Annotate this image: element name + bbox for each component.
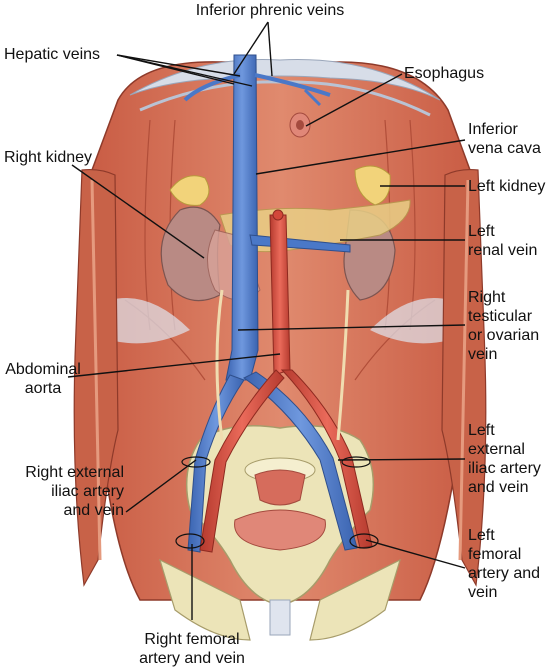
label-right-femoral: Right femoral artery and vein	[139, 631, 245, 667]
lateral-wall-left	[73, 168, 119, 587]
label-right-kidney: Right kidney	[4, 149, 93, 166]
label-abdominal-aorta: Abdominal aorta	[5, 361, 81, 397]
bladder	[234, 469, 326, 551]
label-left-external-iliac: Left external iliac artery and vein	[468, 422, 541, 496]
label-inferior-vena-cava: Inferior vena cava	[468, 121, 541, 157]
adrenal-glands	[169, 165, 391, 206]
label-right-gonadal-vein: Right testicular or ovarian vein	[468, 289, 540, 363]
label-esophagus: Esophagus	[404, 65, 485, 82]
esophagus	[289, 112, 311, 138]
leader-lines	[67, 21, 466, 620]
lateral-wall-right	[441, 168, 487, 587]
ureters	[215, 289, 350, 441]
label-right-external-iliac: Right external iliac artery and vein	[25, 464, 124, 519]
label-left-kidney: Left kidney	[468, 178, 546, 195]
label-left-femoral: Left femoral artery and vein	[468, 527, 541, 601]
label-left-renal-vein: Left renal vein	[468, 223, 538, 259]
label-inferior-phrenic-veins: Inferior phrenic veins	[195, 2, 345, 19]
abdominal-aorta	[199, 209, 373, 553]
label-hepatic-veins: Hepatic veins	[4, 46, 101, 63]
femoral-vessels	[175, 456, 379, 549]
